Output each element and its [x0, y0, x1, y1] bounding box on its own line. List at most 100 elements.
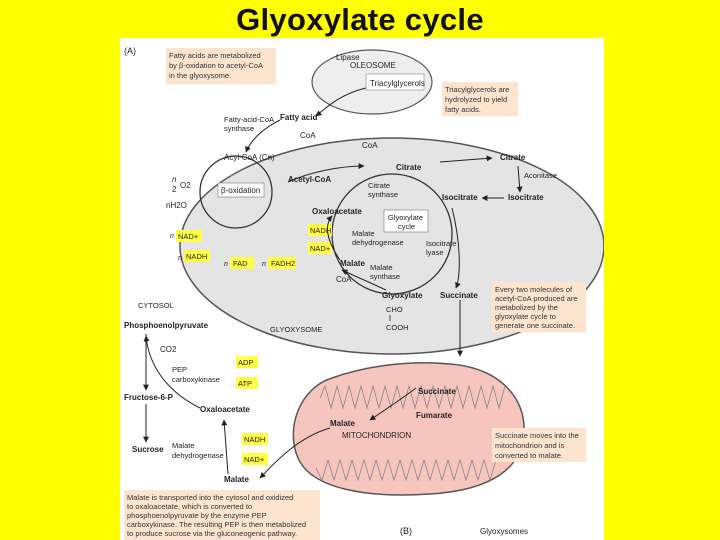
acyl-coa-label: Acyl-CoA (Cn) — [224, 153, 275, 162]
note-mito-line-2: mitochondrion and is — [495, 441, 564, 450]
note-succinate-line-2: acetyl-CoA produced are — [495, 294, 578, 303]
malate-dehydrogenase-label-2: dehydrogenase — [352, 238, 404, 247]
isocitrate-cytosol-label: Isocitrate — [508, 193, 544, 202]
fumarate-label: Fumarate — [416, 411, 453, 420]
note-malate — [124, 490, 320, 540]
n-nad-coefficient: n — [170, 233, 174, 240]
arrow-pepck — [143, 335, 201, 409]
water-label: nH2O — [166, 201, 187, 210]
mitochondrion-label: MITOCHONDRION — [342, 431, 411, 440]
nad-cytosol-label: NAD+ — [244, 455, 265, 464]
coa-label-2: CoA — [362, 141, 378, 150]
panel-label-a: (A) — [124, 46, 136, 56]
cristae-top — [319, 384, 506, 410]
fad-beta-box — [230, 257, 254, 269]
note-mito-line-3: converted to malate. — [495, 451, 563, 460]
note-fatty-acids-line-3: in the glyoxysome. — [169, 71, 231, 80]
malate-synthase-label-1: Malate — [370, 263, 393, 272]
triacylglycerols-box — [365, 73, 425, 91]
oxaloacetate-glyoxysome-label: Oxaloacetate — [312, 207, 362, 216]
note-mitochondrion — [492, 428, 586, 462]
glyoxylate-cycle-figure: (A) (B) OLEOSOME Triacylglycerols Lipase… — [120, 38, 604, 540]
arrow-acetyl-coa-to-cycle — [287, 163, 365, 183]
citrate-glyoxysome-label: Citrate — [396, 163, 422, 172]
coa-label-3: CoA — [336, 275, 352, 284]
pathway-arrows — [143, 87, 523, 479]
fadh2-beta-box — [268, 257, 296, 269]
pep-carboxykinase-label-1: PEP — [172, 365, 187, 374]
isocitrate-glyoxysome-label: Isocitrate — [442, 193, 478, 202]
citrate-synthase-label-1: Citrate — [368, 181, 390, 190]
beta-oxidation-label: β-oxidation — [221, 186, 260, 195]
fatty-acid-coa-synthase-label-1: Fatty-acid-CoA — [224, 115, 274, 124]
note-succinate-line-4: glyoxylate cycle to — [495, 312, 556, 321]
arrow-isocitrate-lyase — [451, 207, 461, 289]
cytosol-malate-dehydrogenase-label-1: Malate — [172, 441, 195, 450]
fadh2-beta-label: FADH2 — [271, 259, 295, 268]
arrow-fumarate-to-malate — [369, 387, 417, 421]
n-fad-coefficient: n — [224, 261, 228, 268]
arrow-lipase — [315, 87, 367, 117]
oxygen-label: O2 — [180, 181, 191, 190]
fructose-6-p-label: Fructose-6-P — [124, 393, 174, 402]
acetyl-coa-label: Acetyl-CoA — [288, 175, 331, 184]
note-succinate — [492, 282, 586, 332]
arrow-malate-to-oxaloacetate — [326, 215, 341, 261]
arrow-malate-oxidation — [221, 419, 229, 475]
nadh-cytosol-box — [242, 433, 268, 445]
oleosome-label: OLEOSOME — [350, 61, 396, 70]
phosphoenolpyruvate-label: Phosphoenolpyruvate — [124, 321, 209, 330]
cytosol-malate-dehydrogenase-label-2: dehydrogenase — [172, 451, 224, 460]
fad-beta-label: FAD — [233, 259, 248, 268]
nad-beta-box — [176, 230, 202, 242]
note-malate-line-4: carboxykinase. The resulting PEP is then… — [127, 520, 306, 529]
glyoxylate-cycle-box — [383, 209, 429, 233]
note-succinate-line-1: Every two molecules of — [495, 285, 573, 294]
note-triacylglycerols — [442, 82, 518, 116]
nadh-glyoxysome-label: NADH — [310, 226, 331, 235]
nad-beta-label: NAD+ — [178, 232, 199, 241]
n-half-numerator: n — [172, 175, 177, 184]
oxaloacetate-cytosol-label: Oxaloacetate — [200, 405, 250, 414]
coa-label-1: CoA — [300, 131, 316, 140]
malate-synthase-label-2: synthase — [370, 272, 400, 281]
glyoxylate-cycle-label-2: cycle — [398, 222, 415, 231]
note-succinate-line-3: metabolized by the — [495, 303, 558, 312]
note-malate-line-1: Malate is transported into the cytosol a… — [127, 493, 293, 502]
n-nadh-coefficient: n — [178, 255, 182, 262]
nad-glyoxysome-box — [308, 242, 332, 254]
isocitrate-lyase-label-2: lyase — [426, 248, 444, 257]
nadh-beta-label: NADH — [186, 252, 207, 261]
co2-label: CO2 — [160, 345, 177, 354]
lipase-label: Lipase — [336, 53, 360, 62]
note-fatty-acids-line-2: by β-oxidation to acetyl-CoA — [169, 61, 263, 70]
citrate-synthase-label-2: synthase — [368, 190, 398, 199]
note-tag-line-1: Triacylglycerols are — [445, 85, 509, 94]
succinate-glyoxysome-label: Succinate — [440, 291, 478, 300]
malate-mitochondrion-label: Malate — [330, 419, 355, 428]
succinate-mitochondrion-label: Succinate — [418, 387, 456, 396]
fatty-acid-coa-synthase-label-2: synthase — [224, 124, 254, 133]
glyoxylate-cho-label: CHO — [386, 305, 403, 314]
beta-oxidation-box — [217, 182, 265, 198]
n-fadh2-coefficient: n — [262, 261, 266, 268]
arrow-citrate-export — [439, 155, 493, 163]
note-malate-line-5: to produce sucrose via the gluconeogenic… — [127, 529, 297, 538]
panel-label-b: (B) — [400, 526, 412, 536]
glyoxylate-cycle-label-1: Glyoxylate — [388, 213, 423, 222]
adp-box — [236, 356, 258, 368]
note-mito-line-1: Succinate moves into the — [495, 431, 579, 440]
note-tag-line-3: fatty acids. — [445, 105, 481, 114]
glyoxysomes-label: Glyoxysomes — [480, 527, 528, 536]
figure-svg: (A) (B) OLEOSOME Triacylglycerols Lipase… — [124, 46, 604, 540]
glyoxysome-label: GLYOXYSOME — [270, 325, 322, 334]
slide-title: Glyoxylate cycle — [236, 2, 484, 37]
glyoxylate-label: Glyoxylate — [382, 291, 423, 300]
atp-label: ATP — [238, 379, 252, 388]
malate-dehydrogenase-label-1: Malate — [352, 229, 375, 238]
triacylglycerols-label: Triacylglycerols — [370, 79, 425, 88]
beta-oxidation-circle — [199, 155, 273, 229]
cristae-bottom — [315, 458, 497, 482]
nad-cytosol-box — [242, 453, 268, 465]
atp-box — [236, 377, 258, 389]
